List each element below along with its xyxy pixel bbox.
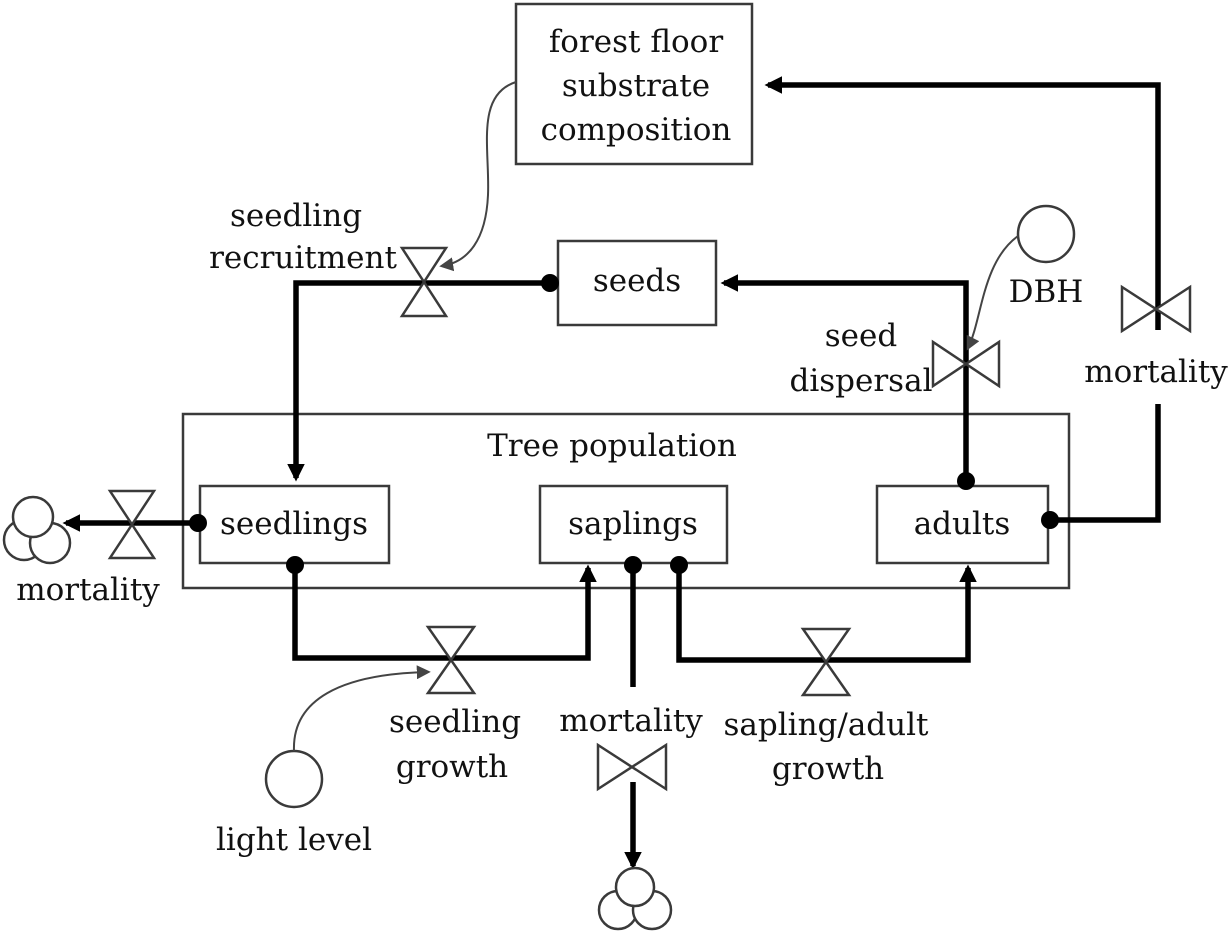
- dbh-to-dispersal-link: [966, 235, 1019, 351]
- seeds-box: [556, 239, 718, 327]
- seedlings-bottom-outflow-dot: [286, 556, 304, 574]
- saplings-stock: saplings: [538, 484, 729, 565]
- forest-floor-label-line2: substrate: [562, 68, 710, 104]
- seed-dispersal-flow: [720, 274, 969, 480]
- saplings-growth-outflow-dot: [670, 556, 688, 574]
- seed-dispersal-label-line2: dispersal: [790, 363, 933, 399]
- seedling-growth-valve-icon: [425, 625, 477, 695]
- sapling-adult-growth-label-line2: growth: [772, 751, 884, 787]
- saplings-mortality-outflow-dot: [624, 556, 642, 574]
- sapling-adult-growth-label-line1: sapling/adult: [724, 707, 930, 743]
- tree-population-label: Tree population: [487, 428, 737, 464]
- seed-dispersal-label-line1: seed: [825, 318, 897, 354]
- adults-top-outflow-dot: [957, 472, 975, 490]
- sapling-mortality-cloud-icon: [597, 866, 673, 931]
- seedling-recruitment-label-line2: recruitment: [209, 240, 397, 276]
- seedling-mortality-label: mortality: [16, 572, 160, 608]
- dbh-auxiliary-icon: [1016, 204, 1076, 264]
- seedlings-stock: seedlings: [198, 484, 391, 565]
- adult-mortality-valve-icon: [1120, 284, 1192, 334]
- seedling-mortality-cloud-icon: [2, 495, 72, 565]
- forest-floor-stock: forest floor substrate composition: [514, 2, 754, 166]
- seedling-growth-label-line1: seedling: [389, 704, 521, 740]
- seeds-stock: seeds: [556, 239, 718, 327]
- light-to-growth-link: [292, 665, 431, 752]
- seedlings-label: seedlings: [220, 506, 368, 542]
- forest-floor-box: [514, 2, 754, 166]
- adults-label: adults: [914, 506, 1011, 542]
- dbh-label: DBH: [1009, 274, 1084, 310]
- seedling-recruitment-label-line1: seedling: [230, 198, 362, 234]
- seedling-mortality-valve-icon: [107, 489, 157, 560]
- seedling-growth-flow: [292, 563, 597, 661]
- seedling-recruitment-valve-icon: [399, 246, 449, 318]
- seedling-recruitment-flow: [287, 280, 550, 482]
- saplings-label: saplings: [568, 506, 698, 542]
- adults-box: [875, 484, 1050, 565]
- sapling-mortality-valve-icon: [596, 742, 668, 792]
- substrate-to-recruitment-link: [439, 81, 517, 272]
- light-level-label: light level: [216, 822, 372, 858]
- adult-mortality-label: mortality: [1084, 354, 1228, 390]
- seedlings-left-outflow-dot: [189, 514, 207, 532]
- forest-floor-label-line3: composition: [541, 112, 732, 148]
- seed-dispersal-valve-icon: [931, 339, 1001, 389]
- seeds-outflow-dot: [541, 274, 559, 292]
- sapling-mortality-label: mortality: [559, 703, 703, 739]
- adults-stock: adults: [875, 484, 1050, 565]
- sapling-adult-growth-valve-icon: [800, 627, 852, 697]
- adults-right-outflow-dot: [1041, 511, 1059, 529]
- adult-mortality-flow-upper: [764, 76, 1161, 330]
- light-level-auxiliary-icon: [264, 749, 324, 809]
- adult-mortality-flow-lower: [1050, 404, 1161, 523]
- forest-floor-label-line1: forest floor: [549, 24, 724, 60]
- seeds-label: seeds: [593, 263, 681, 299]
- seedling-growth-label-line2: growth: [396, 749, 508, 785]
